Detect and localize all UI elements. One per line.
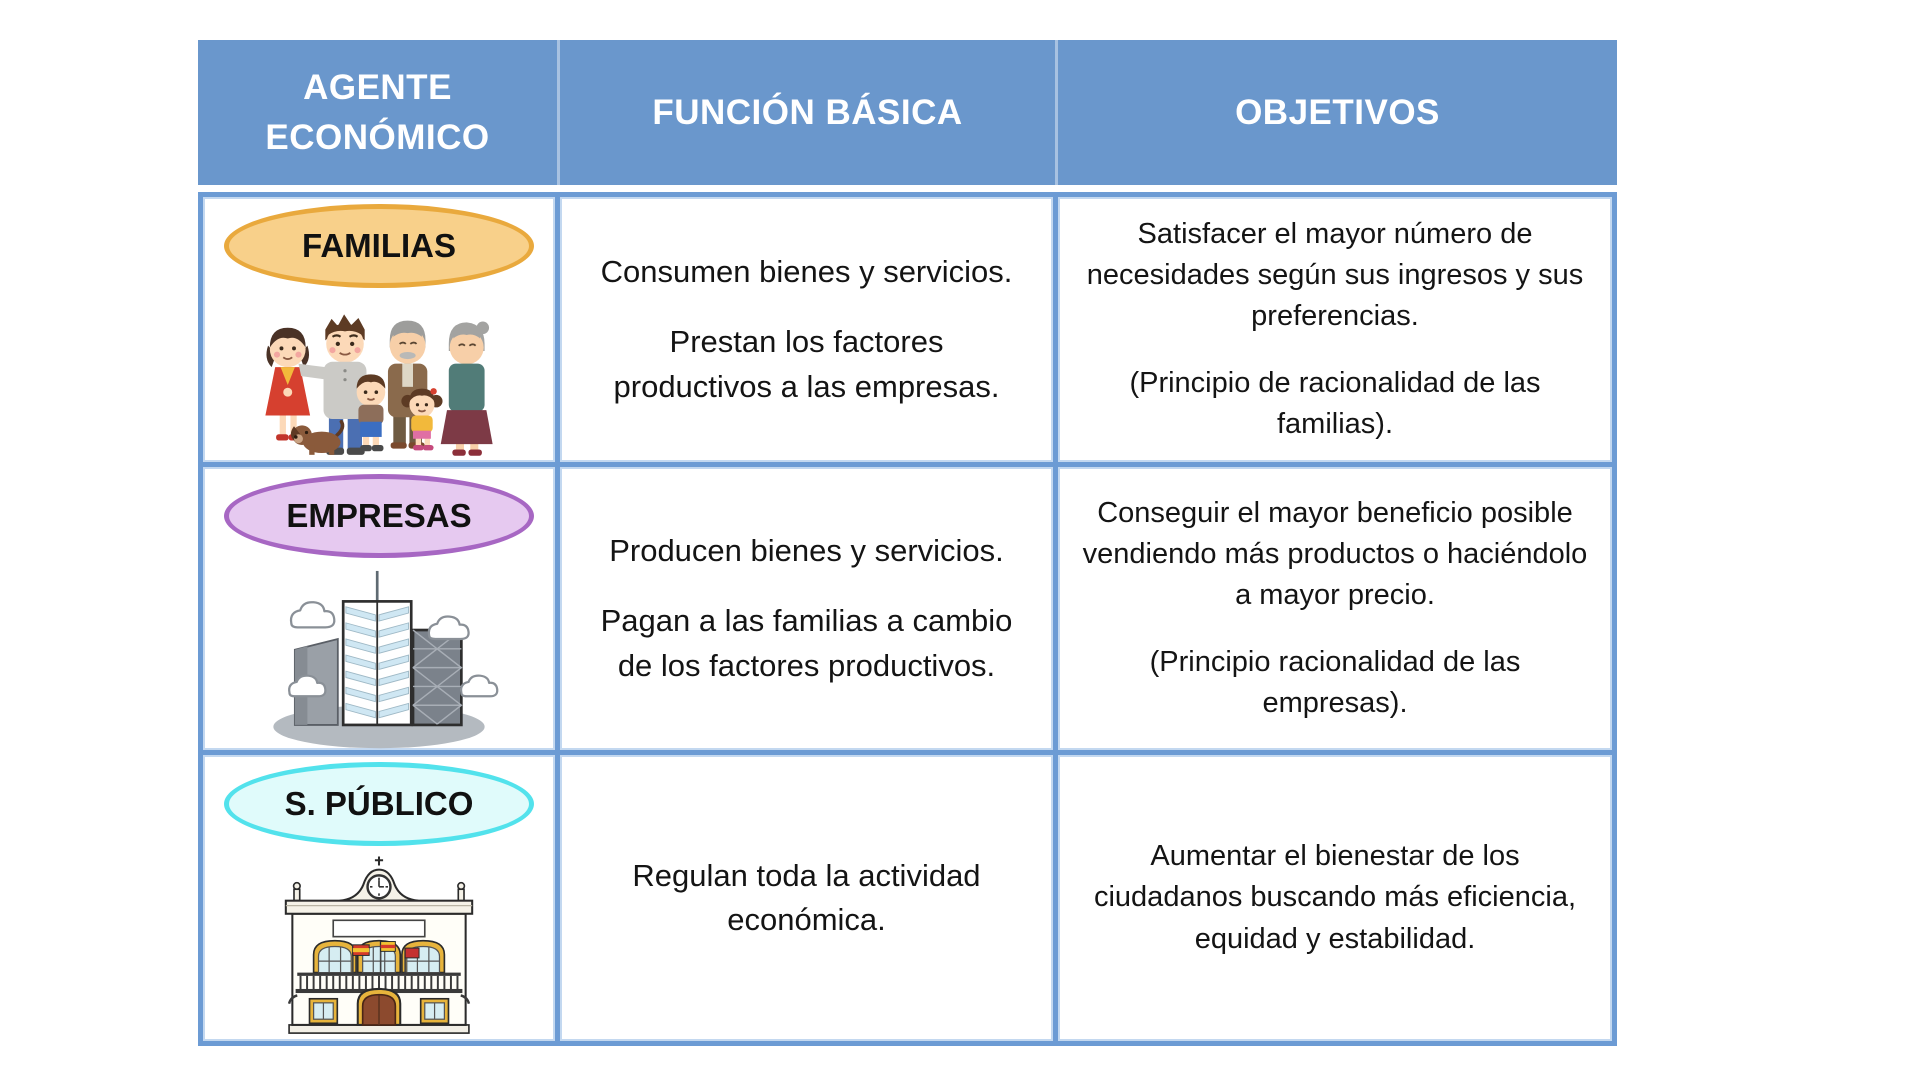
sector-publico-badge: S. PÚBLICO (224, 762, 534, 846)
town-hall-illustration (284, 856, 474, 1034)
lower-windows (308, 997, 450, 1025)
row-spublico-agent-cell: S. PÚBLICO (203, 755, 555, 1041)
upper-windows (312, 939, 446, 974)
objetivo-paragraph: Conseguir el mayor beneficio posible ven… (1082, 496, 1588, 611)
flags (352, 941, 420, 975)
table-body: FAMILIAS (198, 192, 1617, 1046)
center-tower (341, 570, 413, 727)
funcion-paragraph: Consumen bienes y servicios. (600, 254, 1013, 290)
familias-badge: FAMILIAS (224, 204, 534, 288)
header-body-divider (198, 185, 1617, 192)
economic-agents-table: AGENTE ECONÓMICO FUNCIÓN BÁSICA OBJETIVO… (198, 40, 1617, 1046)
table-header-row: AGENTE ECONÓMICO FUNCIÓN BÁSICA OBJETIVO… (198, 40, 1617, 185)
office-buildings-illustration (273, 570, 499, 749)
right-building (411, 628, 463, 727)
boy-figure (356, 374, 386, 452)
town-hall-building (284, 856, 474, 1034)
row-familias-funcion-cell: Consumen bienes y servicios. Prestan los… (560, 197, 1053, 462)
row-familias-objetivos-cell: Satisfacer el mayor número de necesidade… (1058, 197, 1612, 462)
funcion-paragraph: Regulan toda la actividad económica. (632, 857, 981, 937)
objetivo-paragraph: (Principio de racionalidad de las famili… (1129, 367, 1541, 441)
empresas-badge: EMPRESAS (224, 474, 534, 558)
row-empresas-objetivos-cell: Conseguir el mayor beneficio posible ven… (1058, 467, 1612, 750)
row-spublico-objetivos-cell: Aumentar el bienestar de los ciudadanos … (1058, 755, 1612, 1041)
objetivo-paragraph: Aumentar el bienestar de los ciudadanos … (1093, 840, 1577, 955)
funcion-paragraph: Producen bienes y servicios. (609, 533, 1004, 569)
family-illustration (265, 314, 493, 456)
row-empresas-agent-cell: EMPRESAS (203, 467, 555, 750)
row-familias-agent-cell: FAMILIAS (203, 197, 555, 462)
objetivo-paragraph: (Principio racionalidad de las empresas)… (1149, 646, 1521, 720)
name-plaque (332, 919, 426, 938)
entrance-door (356, 987, 402, 1026)
header-cell-objetivos: OBJETIVOS (1055, 40, 1617, 185)
objetivo-paragraph: Satisfacer el mayor número de necesidade… (1086, 217, 1584, 332)
girl-figure (401, 388, 443, 451)
funcion-paragraph: Prestan los factores productivos a las e… (613, 324, 1000, 404)
row-spublico-funcion-cell: Regulan toda la actividad económica. (560, 755, 1053, 1041)
funcion-paragraph: Pagan a las familias a cambio de los fac… (600, 603, 1013, 683)
mother-figure (265, 327, 311, 441)
row-empresas-funcion-cell: Producen bienes y servicios. Pagan a las… (560, 467, 1053, 750)
grandmother-figure (440, 321, 493, 456)
header-cell-agente-economico: AGENTE ECONÓMICO (265, 67, 490, 157)
header-cell-funcion-basica: FUNCIÓN BÁSICA (557, 40, 1055, 185)
dog-figure (290, 419, 345, 455)
clouds (288, 601, 499, 698)
